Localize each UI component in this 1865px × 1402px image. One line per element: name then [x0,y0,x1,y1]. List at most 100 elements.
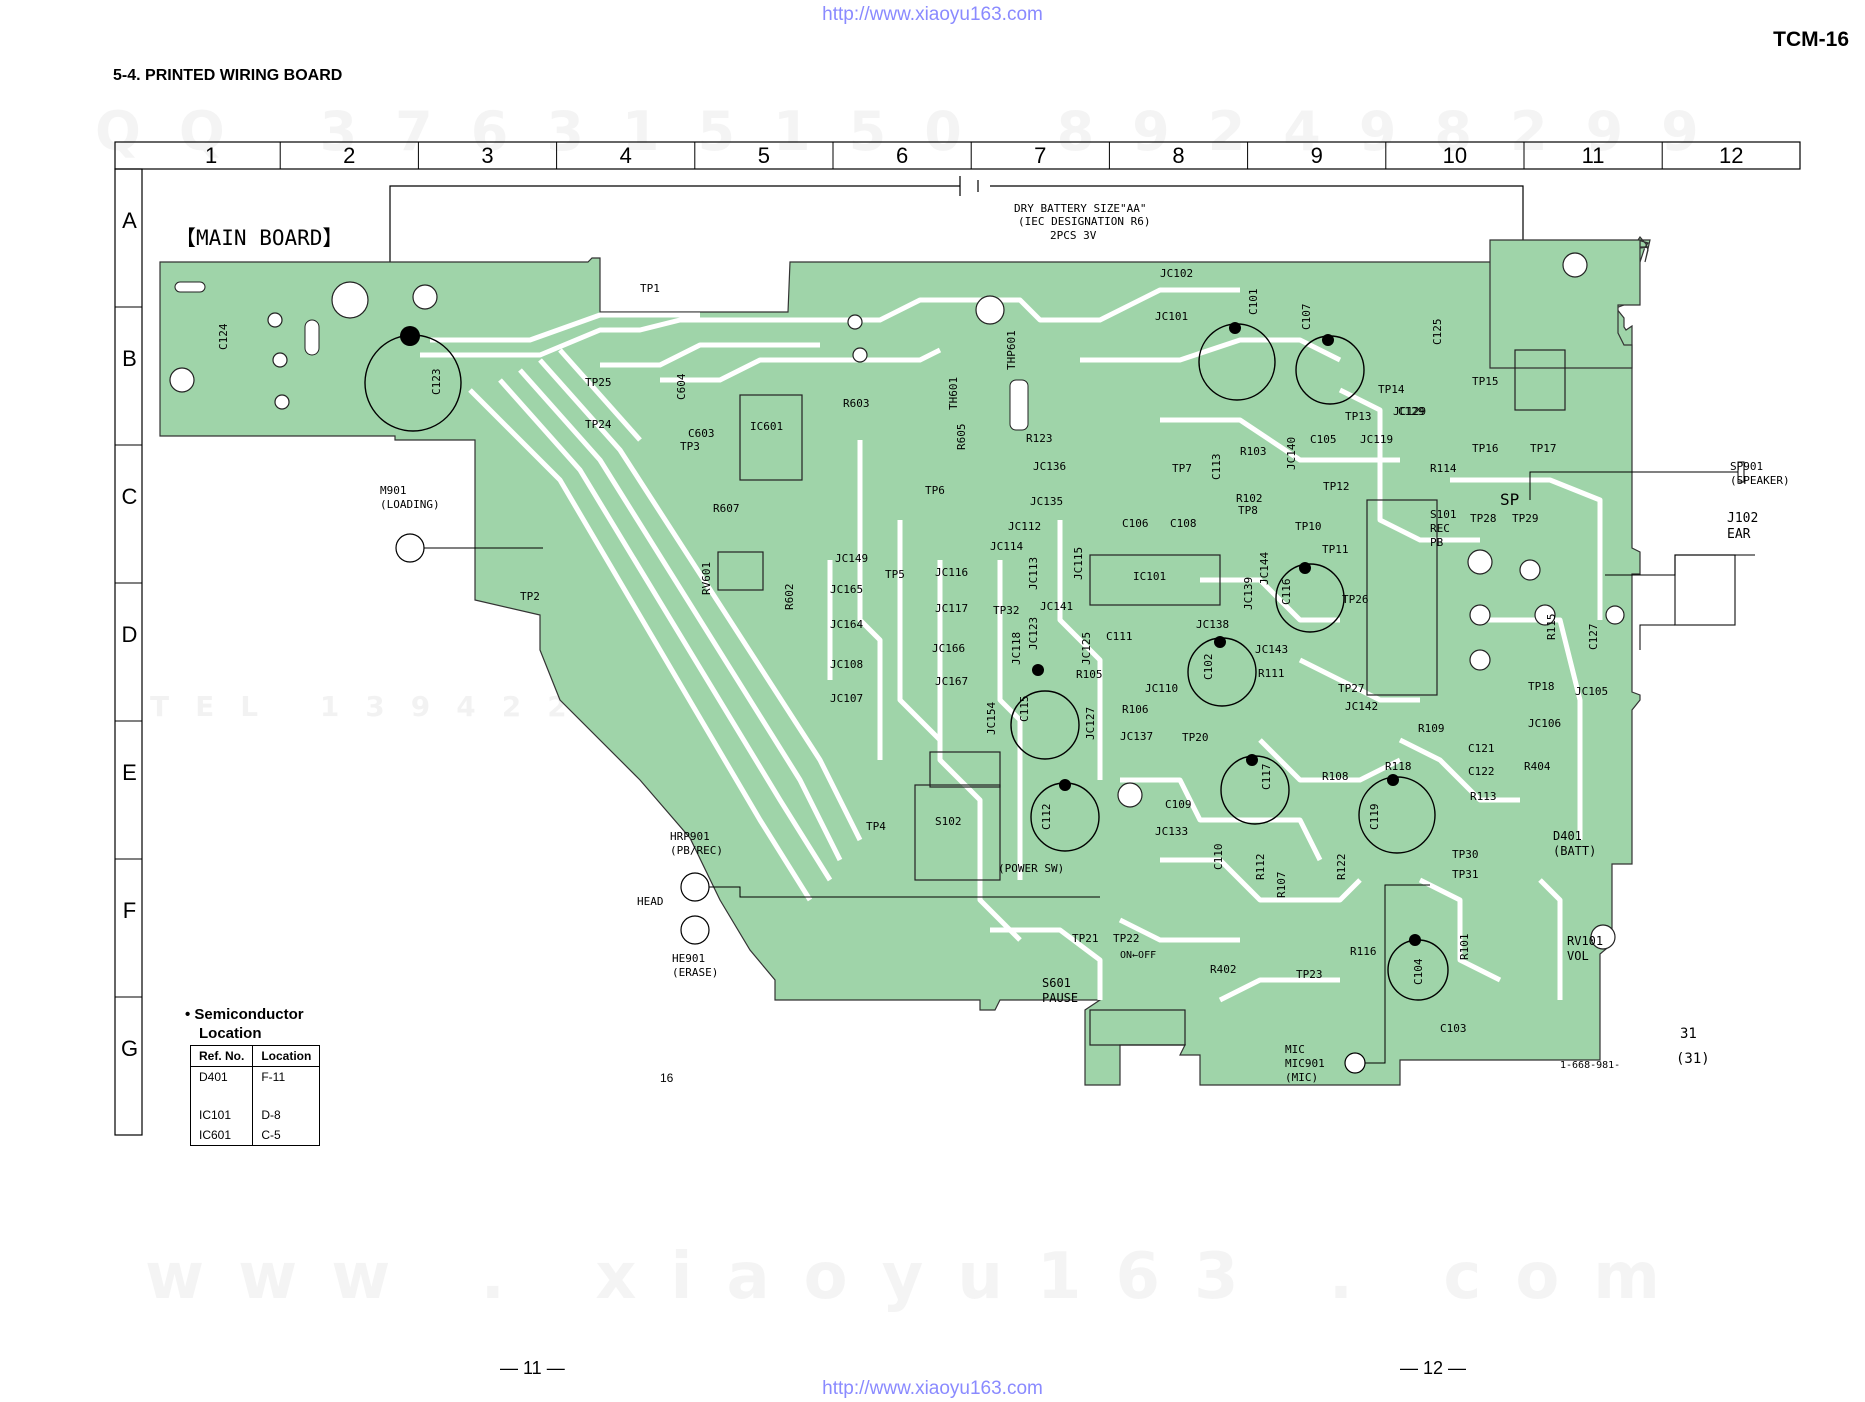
table-row: D401 F-11 [189,1066,321,1105]
component-label-r101: R101 [1458,934,1471,961]
component-label-r109: R109 [1418,722,1445,735]
grid-column-3: 3 [481,143,494,168]
component-label-tp17: TP17 [1530,442,1557,455]
component-label-tp1: TP1 [640,282,660,295]
grid-row-D: D [121,622,138,647]
component-label-c122: C122 [1468,765,1495,778]
component-label-r105: R105 [1076,668,1103,681]
table-cell-location: D-8 [252,1104,321,1125]
location-title: Location [199,1025,262,1042]
component-label-jc138: JC138 [1196,618,1229,631]
component-label-jc139: JC139 [1242,577,1255,610]
component-label-r115: R115 [1545,614,1558,641]
component-label-tp26: TP26 [1342,593,1369,606]
table-cell-location: C-5 [252,1124,321,1146]
component-label-r123: R123 [1026,432,1053,445]
component-label-jc154: JC154 [985,702,998,735]
head-hrp901 [680,872,710,902]
external-s102-label: S102 [935,815,962,828]
component-label-tp10: TP10 [1295,520,1322,533]
component-label-c105: C105 [1310,433,1337,446]
component-label-c112: C112 [1040,804,1053,831]
component-label-jc119: JC119 [1360,433,1393,446]
component-label-r605: R605 [955,424,968,451]
component-label-jc149: JC149 [835,552,868,565]
component-label-jc101: JC101 [1155,310,1188,323]
component-label-jc118: JC118 [1010,632,1023,665]
component-label-jc127: JC127 [1084,707,1097,740]
footer-url[interactable]: http://www.xiaoyu163.com [822,1378,1043,1399]
battery-line-2: (IEC DESIGNATION R6) [1018,215,1150,228]
component-label-tp20: TP20 [1182,731,1209,744]
component-label-tp12: TP12 [1323,480,1350,493]
component-label-jc140: JC140 [1285,437,1298,470]
board-rev-2: (31) [1676,1051,1710,1067]
component-label-jc110: JC110 [1145,682,1178,695]
pcb-traces [420,287,1603,1003]
component-label-tp16: TP16 [1472,442,1499,455]
external-rv101-label: RV101 [1567,934,1603,948]
component-label-jc137: JC137 [1120,730,1153,743]
page-number-right: — 12 — [1400,1358,1467,1378]
external-j102-label: J102 [1727,511,1758,526]
grid-row-E: E [122,760,137,785]
pcb-board [159,236,1651,1086]
watermark-qq: QQ 376315150 892498299 [95,100,1737,163]
table-row: IC601 C-5 [189,1124,321,1146]
component-label-r607: R607 [713,502,740,515]
component-label-jc142: JC142 [1345,700,1378,713]
component-label-jc141: JC141 [1040,600,1073,613]
slot-thp601 [1009,379,1029,431]
motor-m901 [395,533,425,563]
board-holes [169,252,1625,950]
external-onoff-label: ON←OFF [1120,950,1156,961]
component-label-c117: C117 [1260,764,1273,791]
grid-column-10: 10 [1442,143,1468,168]
component-label-th601: TH601 [947,377,960,410]
slot-b2 [304,319,320,356]
component-label-ic601: IC601 [750,420,783,433]
component-label-r108: R108 [1322,770,1349,783]
component-label-tp3: TP3 [680,440,700,453]
external-sp901-label: (SPEAKER) [1730,474,1790,487]
section-title: 5-4. PRINTED WIRING BOARD [113,67,343,84]
component-label-tp11: TP11 [1322,543,1349,556]
component-label-tp15: TP15 [1472,375,1499,388]
external-hrp901-label: HRP901 [670,830,710,843]
external-s101-label: S101 [1430,508,1457,521]
watermark-site: www . xiaoyu163 . com [145,1240,1694,1314]
ear-wire-2 [1639,624,1675,650]
component-label-c115: C115 [1018,696,1031,723]
component-label-jc166: JC166 [932,642,965,655]
component-label-tp30: TP30 [1452,848,1479,861]
component-label-jc106: JC106 [1528,717,1561,730]
slot-left [174,281,206,293]
grid-row-G: G [120,1036,139,1061]
component-label-c121: C121 [1468,742,1495,755]
component-label-jc108: JC108 [830,658,863,671]
component-label-r114: R114 [1430,462,1457,475]
component-label-tp5: TP5 [885,568,905,581]
grid-column-5: 5 [757,143,771,168]
component-label-tp25: TP25 [585,376,612,389]
component-label-r116: R116 [1350,945,1377,958]
grid-row-C: C [121,484,138,509]
component-label-c101: C101 [1247,289,1260,316]
component-label-c110: C110 [1212,844,1225,871]
component-label-c604: C604 [675,373,688,400]
head-he901 [680,915,710,945]
component-label-r404: R404 [1524,760,1551,773]
component-label-c108: C108 [1170,517,1197,530]
component-label-c107: C107 [1300,304,1313,331]
component-label-tp13: TP13 [1345,410,1372,423]
component-label-r113: R113 [1470,790,1497,803]
header-url[interactable]: http://www.xiaoyu163.com [822,4,1043,25]
component-label-c102: C102 [1202,654,1215,681]
component-label-tp28: TP28 [1470,512,1497,525]
component-label-c104: C104 [1412,958,1425,985]
component-label-jc144: JC144 [1258,552,1271,585]
external-powersw-label: (POWER SW) [998,862,1064,875]
component-label-c111: C111 [1106,630,1133,643]
component-label-jc102: JC102 [1160,267,1193,280]
semiconductor-location-title: • Semiconductor Location [185,1005,304,1043]
